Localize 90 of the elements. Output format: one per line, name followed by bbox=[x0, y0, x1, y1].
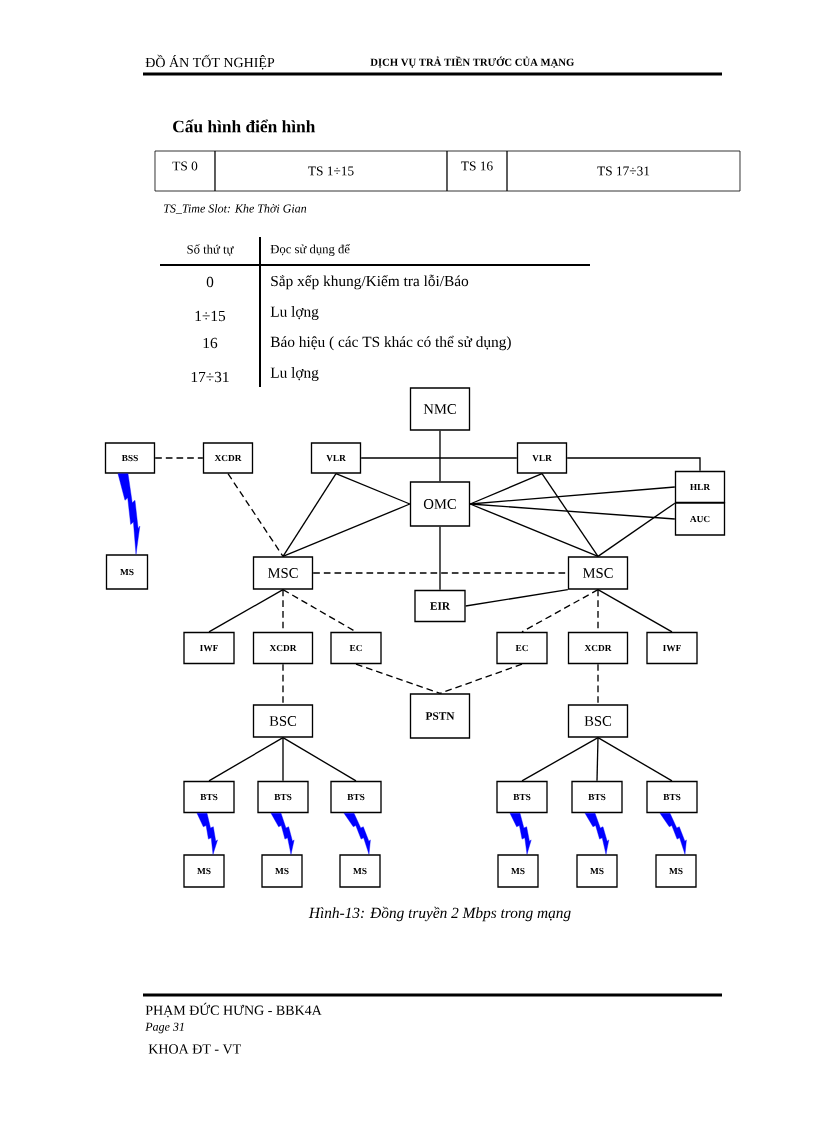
network-box: AUC bbox=[674, 502, 726, 536]
footer-text: Page 31 bbox=[145, 1022, 184, 1034]
row-description: Báo hiệu ( các TS khác có thể sử dụng) bbox=[270, 335, 511, 351]
network-box: EC bbox=[330, 631, 382, 665]
column-heading: Đọc sử dụng để bbox=[270, 244, 350, 256]
time-slot-cell: TS 17÷31 bbox=[506, 150, 741, 192]
network-box: MS bbox=[655, 854, 697, 888]
network-box: XCDR bbox=[567, 631, 629, 665]
network-box: PSTN bbox=[409, 693, 471, 739]
row-description: Lu lợng bbox=[270, 367, 319, 381]
network-box: HLR bbox=[674, 470, 726, 504]
section-heading: Cấu hình điển hình bbox=[173, 119, 316, 133]
connector-line bbox=[282, 737, 357, 782]
network-box: OMC bbox=[409, 481, 471, 527]
network-box: BTS bbox=[330, 780, 382, 814]
connector-line bbox=[208, 737, 284, 782]
network-box: EIR bbox=[414, 589, 466, 623]
connector-line bbox=[596, 737, 599, 782]
network-box: BSS bbox=[104, 442, 156, 474]
row-number: 17÷31 bbox=[191, 371, 229, 383]
network-box: MS bbox=[576, 854, 618, 888]
network-box: MS bbox=[339, 854, 381, 888]
connector-line bbox=[469, 473, 543, 505]
network-box: NMC bbox=[409, 387, 471, 431]
connector-line bbox=[355, 663, 441, 694]
network-box: MS bbox=[497, 854, 539, 888]
connector-line bbox=[208, 589, 284, 633]
connector-line bbox=[227, 473, 284, 557]
network-box: BTS bbox=[257, 780, 309, 814]
network-box: IWF bbox=[646, 631, 698, 665]
time-slot-cell: TS 0 bbox=[154, 150, 216, 192]
connector-line bbox=[597, 589, 673, 633]
connector-line bbox=[154, 457, 204, 459]
network-box: BTS bbox=[496, 780, 548, 814]
network-box: BTS bbox=[571, 780, 623, 814]
connector-line bbox=[521, 589, 599, 633]
connector-line bbox=[465, 589, 569, 607]
header-text: ĐỒ ÁN TỐT NGHIỆP bbox=[145, 54, 275, 70]
network-box: IWF bbox=[183, 631, 235, 665]
connector-line bbox=[360, 457, 518, 459]
connector-line bbox=[439, 526, 441, 591]
time-slot-cell: TS 1÷15 bbox=[214, 150, 448, 192]
network-box: MSC bbox=[252, 556, 314, 590]
connector-line bbox=[541, 473, 599, 557]
row-number: 16 bbox=[203, 337, 218, 349]
connector-line bbox=[282, 737, 284, 782]
header-text: DỊCH VỤ TRẢ TIỀN TRƯỚC CỦA MẠNG bbox=[370, 56, 574, 68]
note-text: TS_Time Slot: Khe Thời Gian bbox=[164, 204, 307, 214]
footer-text: KHOA ĐT - VT bbox=[148, 1044, 241, 1054]
network-box: XCDR bbox=[252, 631, 314, 665]
network-box: MS bbox=[261, 854, 303, 888]
connector-line bbox=[597, 737, 673, 782]
network-box: MS bbox=[105, 554, 149, 590]
lightning-bolt bbox=[270, 812, 295, 855]
figure-caption: Hình-13: Đồng truyền 2 Mbps trong mạng bbox=[308, 906, 571, 922]
lightning-bolt bbox=[659, 812, 687, 855]
lightning-bolt bbox=[584, 812, 609, 855]
network-box: BTS bbox=[183, 780, 235, 814]
connector-line bbox=[597, 502, 676, 557]
connector-line bbox=[469, 503, 599, 557]
connector-line bbox=[469, 503, 676, 520]
network-box: EC bbox=[496, 631, 548, 665]
network-box: BSC bbox=[252, 704, 314, 738]
network-box: XCDR bbox=[202, 442, 254, 474]
lightning-bolt bbox=[343, 812, 371, 855]
connector-line bbox=[597, 663, 599, 705]
connector-line bbox=[282, 473, 337, 557]
network-box: MSC bbox=[567, 556, 629, 590]
time-slot-cell: TS 16 bbox=[446, 150, 508, 192]
footer-text: PHẠM ĐỨC HƯNG - BBK4A bbox=[145, 1002, 322, 1018]
network-box: BTS bbox=[646, 780, 698, 814]
connector-line bbox=[335, 473, 411, 505]
row-number: 0 bbox=[206, 276, 214, 288]
connector-line bbox=[282, 663, 284, 705]
connector-line bbox=[439, 663, 523, 694]
lightning-bolt bbox=[117, 473, 141, 555]
network-box: VLR bbox=[516, 442, 568, 474]
network-box: BSC bbox=[567, 704, 629, 738]
connector-line bbox=[521, 737, 599, 782]
row-number: 1÷15 bbox=[195, 310, 226, 322]
network-box: VLR bbox=[310, 442, 362, 474]
lightning-bolt bbox=[509, 812, 532, 855]
row-description: Sắp xếp khung/Kiểm tra lỗi/Báo bbox=[271, 274, 469, 290]
row-description: Lu lợng bbox=[270, 306, 319, 320]
connector-line bbox=[566, 457, 701, 472]
lightning-bolt bbox=[196, 812, 218, 855]
column-heading: Số thứ tự bbox=[187, 244, 234, 256]
connector-line bbox=[439, 430, 441, 482]
connector-line bbox=[282, 503, 411, 557]
network-box: MS bbox=[183, 854, 225, 888]
